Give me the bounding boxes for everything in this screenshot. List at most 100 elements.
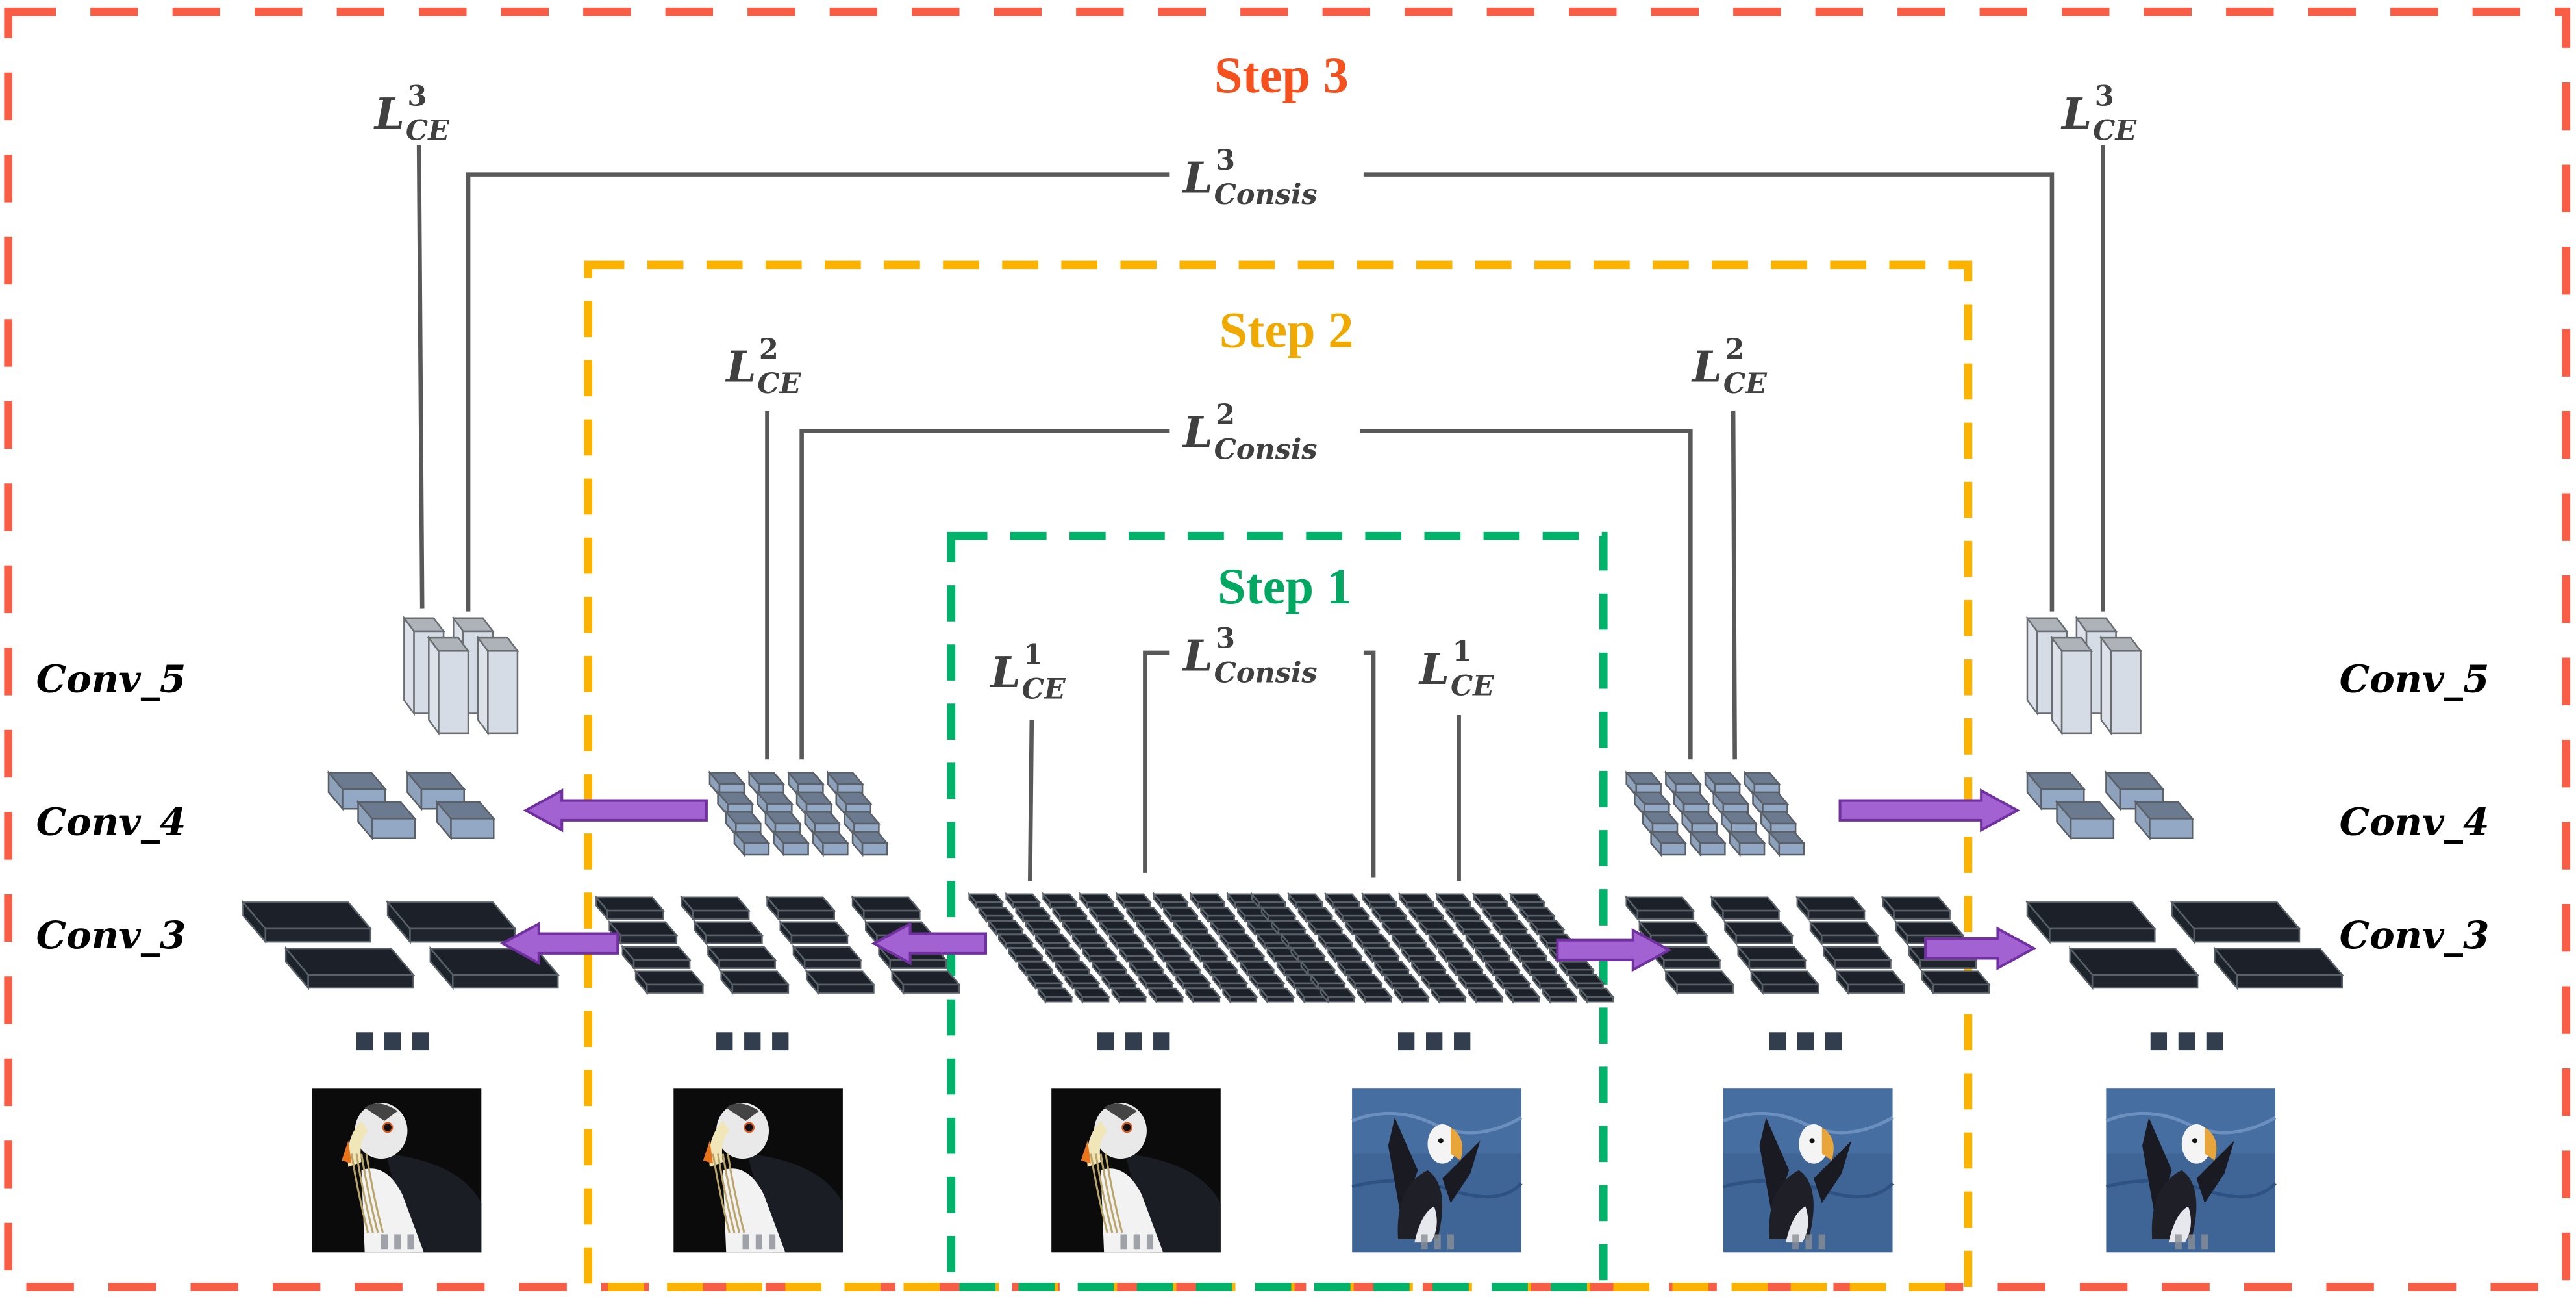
puffin-eye — [744, 1122, 755, 1133]
conv3-tile — [1024, 918, 1061, 937]
block-front — [409, 927, 516, 943]
conv3-tile — [1484, 959, 1521, 977]
conv5-label-right: Conv_5 — [2340, 657, 2490, 701]
loss-consis1: L 3 Consis — [1182, 622, 1318, 689]
conv3-tile — [1118, 946, 1155, 964]
wire-ce1-left — [1028, 720, 1034, 881]
block-front — [1012, 901, 1041, 909]
block-front — [1207, 914, 1235, 922]
block-top — [1464, 933, 1501, 944]
block-top — [1558, 961, 1595, 971]
block-top — [1135, 920, 1172, 931]
block-front — [1217, 928, 1245, 935]
conv3-tile — [1427, 932, 1465, 950]
block-top — [1624, 896, 1695, 912]
block-front — [1435, 942, 1464, 949]
fish — [717, 1153, 736, 1233]
image-mark — [2201, 1234, 2208, 1250]
block-front — [1014, 955, 1043, 963]
ellipsis-dots — [356, 1032, 429, 1051]
block-front — [1227, 942, 1255, 949]
block-front — [1351, 928, 1380, 935]
conv5-front — [2060, 650, 2092, 735]
block-top — [1540, 987, 1578, 998]
block-top — [1521, 961, 1558, 971]
block-top — [1323, 893, 1361, 903]
block-top — [1577, 987, 1615, 998]
block-front — [1025, 968, 1053, 976]
block-top — [1199, 907, 1236, 917]
block-front — [1071, 982, 1100, 989]
block-top — [1457, 974, 1494, 985]
block-front — [632, 959, 691, 969]
block-front — [1699, 842, 1726, 856]
conv5-side — [477, 635, 489, 736]
conv3-tile — [779, 920, 849, 946]
conv3-tile — [1007, 946, 1044, 964]
puffin-beak-tip — [342, 1140, 352, 1164]
block-front — [1512, 996, 1540, 1003]
block-top — [1125, 907, 1162, 917]
conv4-tile — [716, 790, 755, 818]
block-front — [1475, 996, 1503, 1003]
conv3-tile — [1250, 892, 1287, 910]
block-top — [1427, 933, 1465, 944]
block-top — [1808, 921, 1879, 937]
conv3-tile — [1494, 972, 1531, 990]
conv3-tile — [1353, 932, 1391, 950]
block-front — [1418, 968, 1447, 976]
block-top — [1115, 893, 1153, 903]
block-front — [2049, 927, 2156, 943]
block-front — [1180, 928, 1208, 935]
conv3-tile — [1447, 959, 1484, 977]
block-top — [1155, 947, 1192, 957]
fish — [727, 1153, 745, 1233]
conv3-tile — [634, 969, 705, 996]
conv3-tile — [2212, 946, 2344, 990]
conv4-tile — [771, 829, 810, 857]
block-front — [1032, 928, 1060, 935]
block-front — [1428, 982, 1457, 989]
block-front — [1209, 968, 1238, 976]
block-front — [1305, 914, 1333, 922]
puffin-beak-tip — [703, 1140, 714, 1164]
conv3-tile — [851, 895, 922, 922]
conv4-label-right: Conv_4 — [2340, 800, 2490, 844]
ellipsis-dots — [2150, 1032, 2223, 1051]
conv3-tile — [1127, 959, 1165, 977]
block-front — [1586, 996, 1614, 1003]
block-front — [1549, 996, 1577, 1003]
fish — [1094, 1153, 1114, 1233]
block-top — [634, 970, 705, 986]
conv3-tile — [1071, 932, 1108, 950]
block-front — [1258, 901, 1286, 909]
conv3-block-step1-right — [1250, 892, 1615, 1004]
conv3-tile — [1371, 905, 1408, 924]
block-front — [1005, 942, 1033, 949]
block-top — [1346, 974, 1383, 985]
input-image-puffin-over-water — [2105, 1088, 2277, 1253]
conv3-tile — [1624, 895, 1695, 922]
image-mark — [1120, 1234, 1127, 1250]
conv3-label-right: Conv_3 — [2340, 913, 2490, 957]
block-top — [1221, 987, 1258, 998]
conv3-tile — [1528, 918, 1566, 937]
puffin-belly — [1414, 1206, 1437, 1243]
block-front — [1236, 955, 1265, 963]
block-top — [1041, 893, 1079, 903]
block-front — [1086, 901, 1114, 909]
block-top — [1164, 961, 1202, 971]
block-top — [1307, 920, 1344, 931]
image-mark — [1434, 1234, 1441, 1250]
conv3-tile — [1336, 959, 1373, 977]
svg-text:1: 1 — [1023, 639, 1043, 672]
block-front — [718, 959, 776, 969]
conv3-tile — [1346, 972, 1383, 990]
conv3-tile — [1269, 918, 1307, 937]
block-front — [1022, 914, 1051, 922]
block-front — [1342, 914, 1370, 922]
block-top — [1430, 987, 1467, 998]
conv5-block-right — [2025, 615, 2143, 736]
conv3-tile — [1208, 918, 1246, 937]
block-front — [1229, 996, 1258, 1003]
